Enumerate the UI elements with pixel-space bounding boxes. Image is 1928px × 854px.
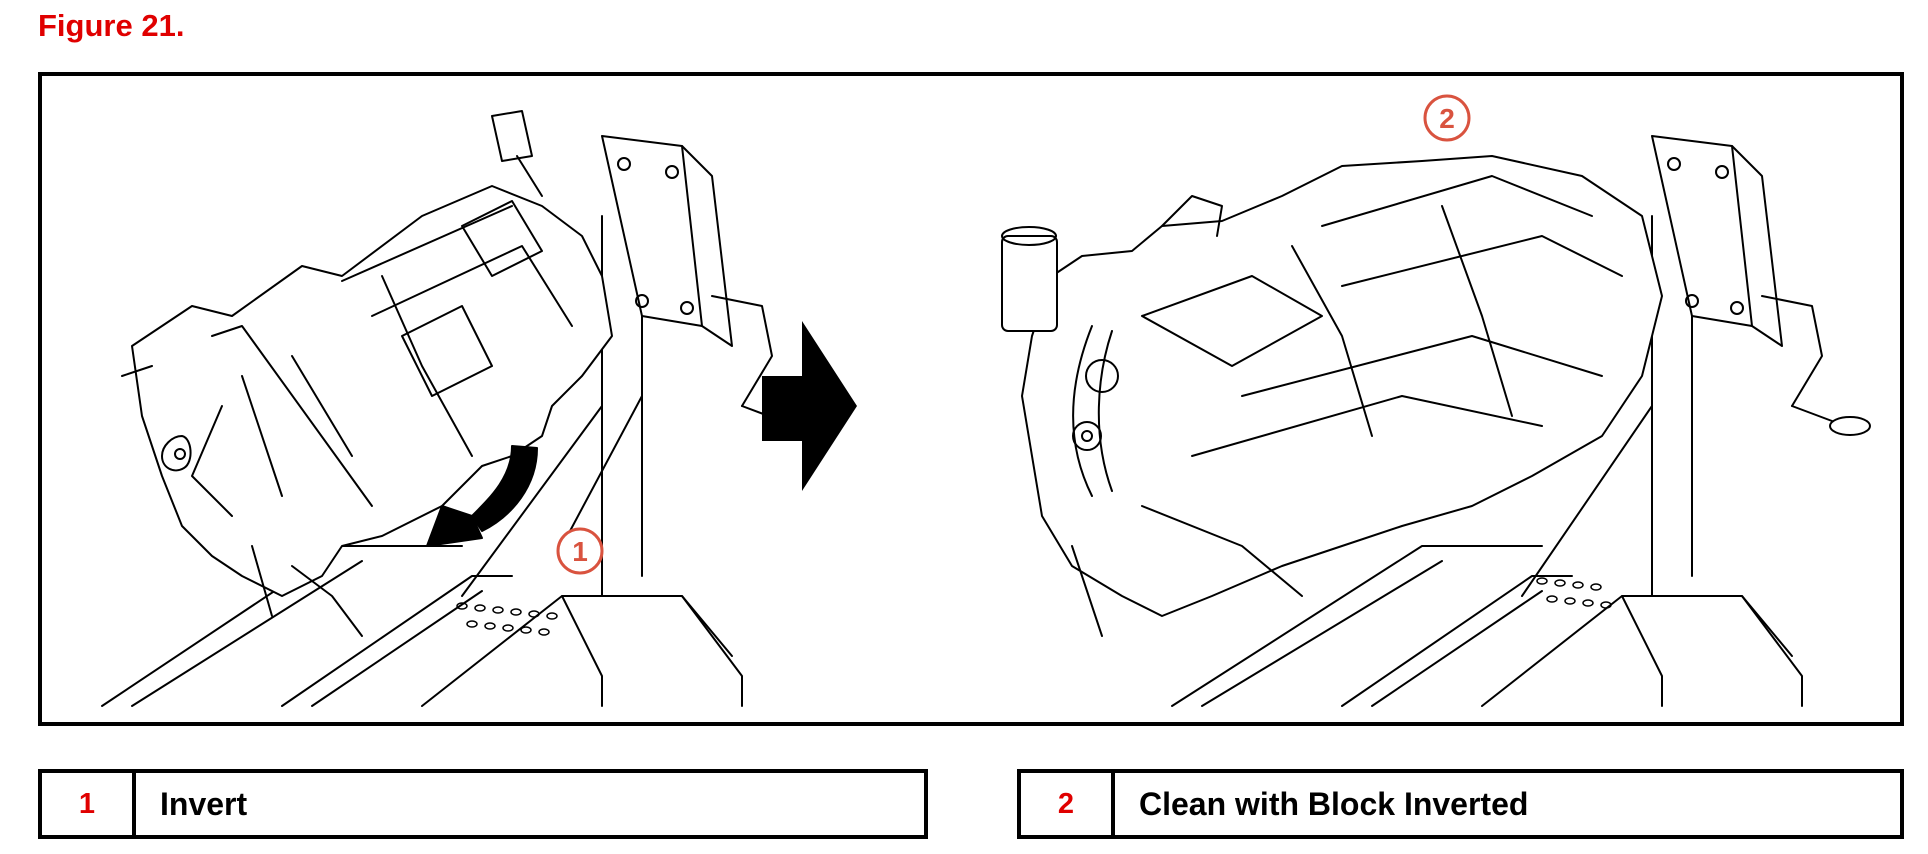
legend-item-1: 1 Invert xyxy=(38,769,928,839)
right-arrow-icon xyxy=(762,321,857,491)
engine-left-illustration xyxy=(101,110,818,707)
callout-2: 2 xyxy=(1423,94,1471,142)
figure-title: Figure 21. xyxy=(38,8,185,43)
legend-text: Invert xyxy=(160,785,248,822)
legend-text: Clean with Block Inverted xyxy=(1139,785,1529,822)
figure-illustration: 1 2 xyxy=(38,72,1904,726)
legend-number: 2 xyxy=(1021,773,1115,835)
engine-right-illustration xyxy=(1001,135,1871,707)
legend-number: 1 xyxy=(42,773,136,835)
callout-1-label: 1 xyxy=(572,536,588,567)
legend-item-2: 2 Clean with Block Inverted xyxy=(1017,769,1904,839)
figure-drawing: 1 2 xyxy=(101,94,1871,707)
callout-2-label: 2 xyxy=(1439,103,1455,134)
callout-1: 1 xyxy=(556,527,604,575)
